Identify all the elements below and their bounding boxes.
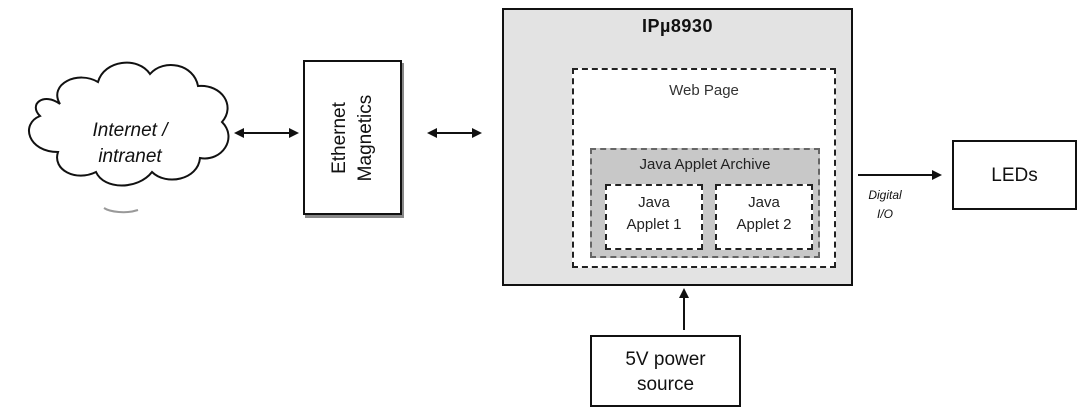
java-applet-1-label: Java Applet 1: [607, 192, 701, 236]
ipu8930-module-box: IPµ8930 Web Page Java Applet Archive Jav…: [502, 8, 853, 286]
digital-io-line1: Digital: [868, 188, 902, 202]
digital-io-label: Digital I/O: [848, 186, 922, 224]
applet-2-line1: Java: [748, 194, 780, 211]
internet-cloud-shape: [28, 61, 230, 214]
ethernet-magnetics-label: Ethernet Magnetics: [327, 63, 379, 213]
java-applet-2-box: Java Applet 2: [715, 184, 813, 250]
magnetics-label-line2: Magnetics: [354, 94, 376, 181]
java-applet-archive-label: Java Applet Archive: [639, 156, 771, 173]
ethernet-magnetics-box: Ethernet Magnetics: [303, 60, 402, 215]
cloud-label-line1: Internet /: [92, 120, 168, 141]
leds-label: LEDs: [991, 165, 1038, 186]
power-line2: source: [636, 374, 695, 395]
cloud-label-line2: intranet: [98, 146, 162, 167]
power-source-box: 5V power source: [590, 335, 741, 407]
magnetics-label-line1: Ethernet: [328, 101, 350, 174]
applet-2-line2: Applet 2: [736, 216, 792, 233]
java-applet-archive-box: Java Applet Archive Java Applet 1 Java A…: [590, 148, 820, 258]
java-applet-2-label: Java Applet 2: [717, 192, 811, 236]
web-page-box: Web Page Java Applet Archive Java Applet…: [572, 68, 836, 268]
leds-box: LEDs: [952, 140, 1077, 210]
power-line1: 5V power: [625, 349, 706, 370]
applet-1-line1: Java: [638, 194, 670, 211]
web-page-label: Web Page: [669, 82, 739, 99]
internet-intranet-label: Internet / intranet: [55, 118, 205, 170]
digital-io-line2: I/O: [876, 207, 893, 221]
applet-1-line2: Applet 1: [626, 216, 682, 233]
power-source-label: 5V power source: [592, 347, 739, 397]
module-title: IPµ8930: [642, 16, 713, 36]
java-applet-1-box: Java Applet 1: [605, 184, 703, 250]
